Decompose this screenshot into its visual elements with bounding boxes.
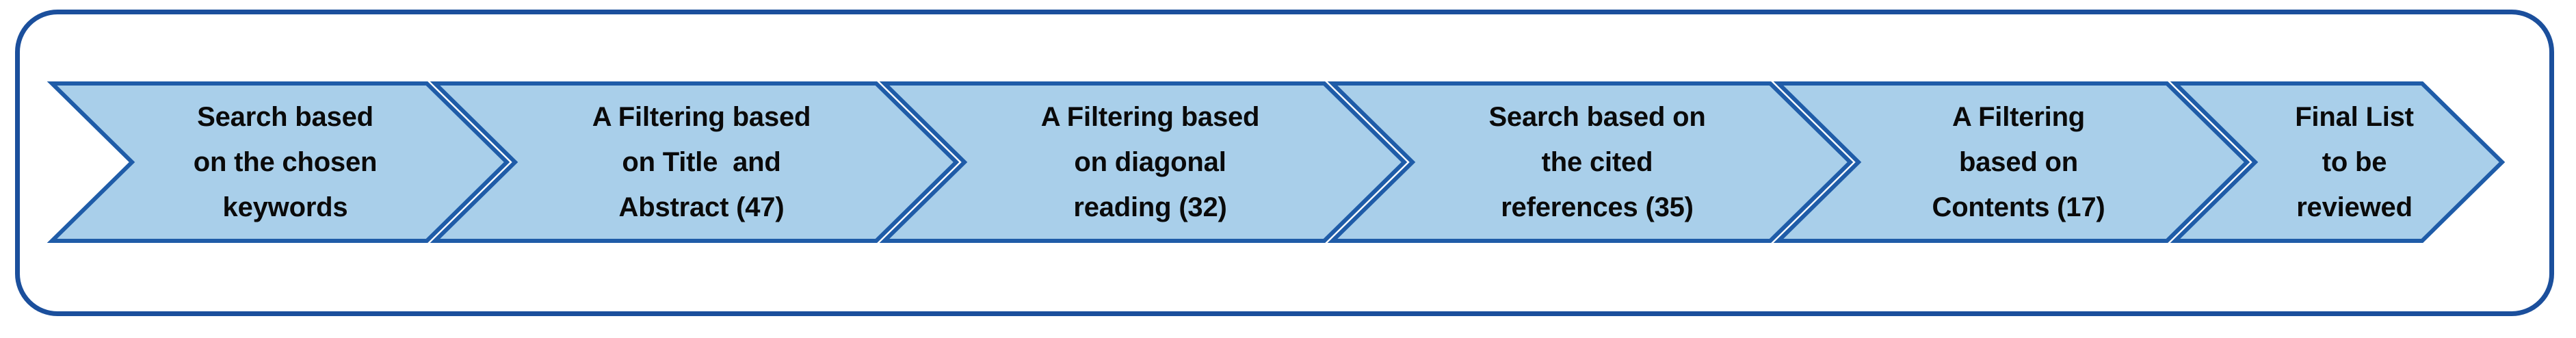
chevron-shape-6[interactable] [2170, 81, 2506, 243]
chevron-shape-2[interactable] [430, 81, 960, 243]
chevron-shape-3[interactable] [879, 81, 1408, 243]
chevron-shape-5[interactable] [1773, 81, 2250, 243]
chevron-shape-1[interactable] [47, 81, 510, 243]
chevron-shape-4[interactable] [1327, 81, 1854, 243]
outer-rounded-frame [15, 10, 2554, 316]
